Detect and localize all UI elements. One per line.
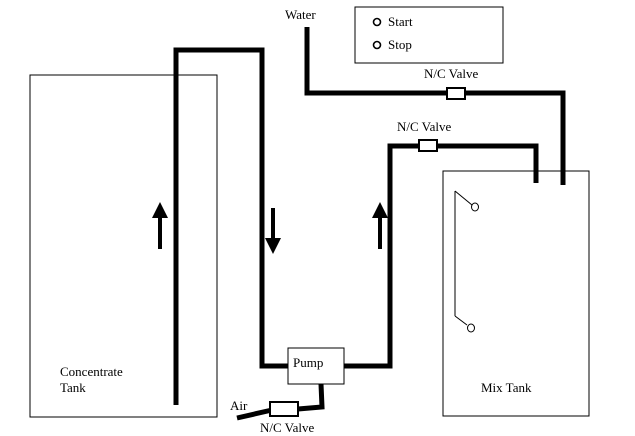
valve-icon xyxy=(446,87,466,100)
air-label: Air xyxy=(230,398,248,413)
start-button-icon[interactable] xyxy=(372,17,382,27)
concentrate-suction-pipe xyxy=(173,47,288,405)
flow-up-arrow-icon xyxy=(152,202,168,249)
flow-up-arrow-icon xyxy=(372,202,388,249)
level-float-switch-icon xyxy=(454,190,479,333)
air-inlet-pipe xyxy=(236,407,273,421)
valve-icon xyxy=(269,401,299,417)
water-label: Water xyxy=(285,7,316,22)
concentrate-tank-label-line1: Concentrate xyxy=(60,364,123,379)
pump xyxy=(287,347,345,385)
flow-down-arrow-icon xyxy=(265,208,281,254)
pump-out-valve-label: N/C Valve xyxy=(397,119,452,134)
start-label: Start xyxy=(388,14,413,29)
control-panel-box xyxy=(354,6,504,64)
pump-label: Pump xyxy=(293,355,323,370)
mix-tank-label: Mix Tank xyxy=(481,380,532,395)
concentrate-tank xyxy=(29,74,218,418)
water-valve-label: N/C Valve xyxy=(424,66,479,81)
valve-icon xyxy=(418,139,438,152)
control-panel: Start Stop xyxy=(354,6,504,64)
concentrate-tank-label-line2: Tank xyxy=(60,380,86,395)
stop-label: Stop xyxy=(388,37,412,52)
water-supply-pipe xyxy=(304,27,566,185)
mix-tank xyxy=(442,170,590,417)
air-to-pump-pipe xyxy=(297,383,325,412)
pump-discharge-pipe xyxy=(344,143,539,369)
air-valve-label: N/C Valve xyxy=(260,420,315,435)
stop-button-icon[interactable] xyxy=(372,40,382,50)
